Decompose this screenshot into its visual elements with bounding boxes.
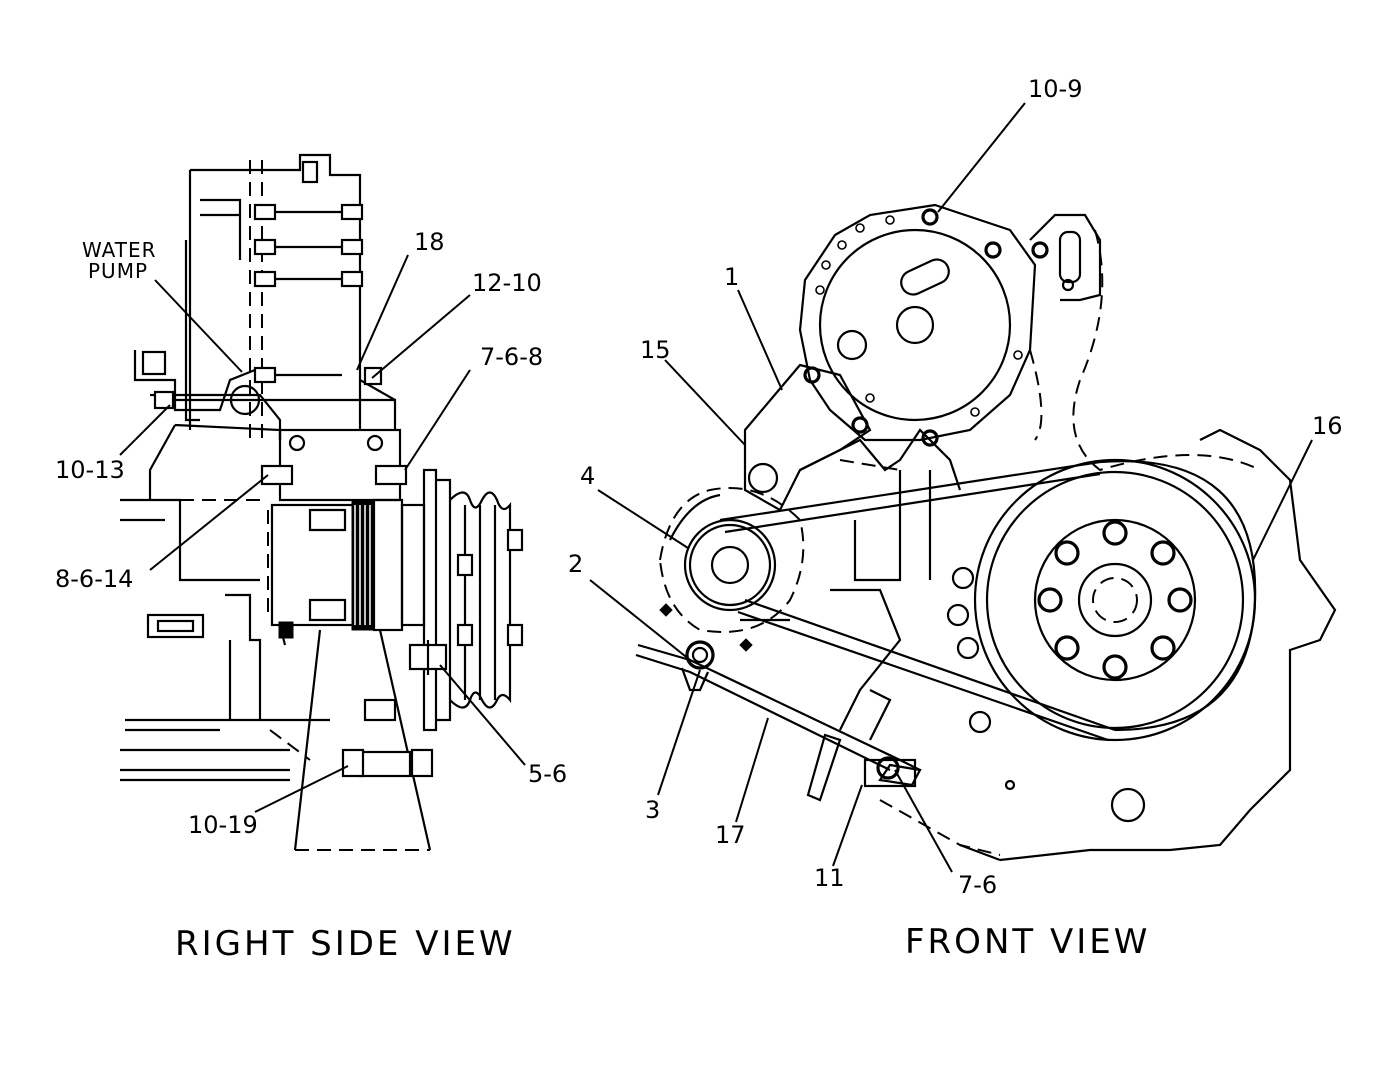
- callout-12-10: 12-10: [472, 269, 542, 297]
- block-bolts: [253, 160, 364, 384]
- right-side-leaders: [119, 254, 526, 813]
- callout-7-6-8: 7-6-8: [480, 343, 543, 371]
- callout-1: 1: [724, 263, 739, 291]
- front-view-leaders: [589, 102, 1313, 873]
- front-view-caption: FRONT VIEW: [905, 922, 1150, 962]
- drive-belt: [719, 460, 1257, 742]
- callout-10-19: 10-19: [188, 811, 258, 839]
- damper-bolts: [1037, 520, 1193, 680]
- callout-10-13: 10-13: [55, 456, 125, 484]
- callout-11: 11: [814, 864, 845, 892]
- callout-5-6: 5-6: [528, 760, 567, 788]
- water-pump-label-line2: PUMP: [88, 259, 148, 283]
- callout-7-6: 7-6: [958, 871, 997, 899]
- callout-15: 15: [640, 336, 671, 364]
- right-side-view-caption: RIGHT SIDE VIEW: [175, 924, 516, 964]
- callout-8-6-14: 8-6-14: [55, 565, 133, 593]
- cover-bolts: [803, 208, 1049, 447]
- front-view: 10-9 1 15 4 2 3 17 11 7-6 16 FRONT VIEW: [568, 75, 1343, 962]
- callout-17: 17: [715, 821, 746, 849]
- callout-10-9: 10-9: [1028, 75, 1082, 103]
- callout-3: 3: [645, 796, 660, 824]
- callout-18: 18: [414, 228, 445, 256]
- callout-4: 4: [580, 462, 595, 490]
- right-side-view: WATER PUMP 18 12-10 7-6-8 10-13 8-6-14 5…: [55, 153, 567, 964]
- water-pump-label-line1: WATER: [82, 238, 157, 262]
- callout-16: 16: [1312, 412, 1343, 440]
- callout-2: 2: [568, 550, 583, 578]
